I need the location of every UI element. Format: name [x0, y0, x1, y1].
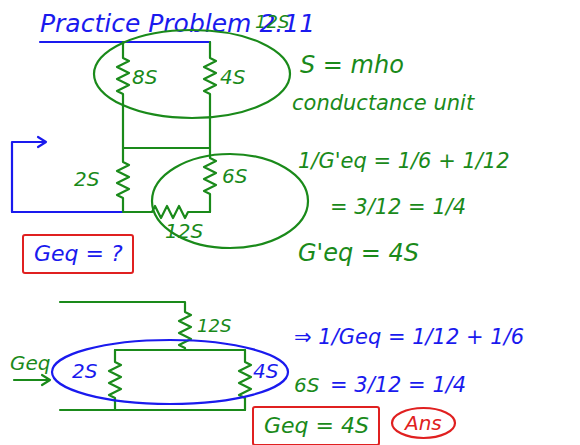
port-arrow — [14, 375, 50, 385]
resistor-value: 6S — [222, 165, 247, 187]
answer-tag: Ans — [390, 406, 457, 440]
resistor-value: 4S — [253, 360, 278, 382]
port-label: Geq — [10, 352, 51, 374]
wire — [123, 147, 210, 149]
group-ellipse: 2S 4S — [50, 338, 290, 406]
answer-box: Geq = 4S — [252, 406, 380, 445]
resistor-value: 2S — [72, 360, 97, 382]
equation: 1/G'eq = 1/6 + 1/12 — [298, 150, 510, 173]
answer-text: Geq = 4S — [264, 414, 368, 438]
equation: G'eq = 4S — [298, 240, 419, 266]
resistor-value: 4S — [220, 66, 245, 88]
resistor-symbol — [117, 42, 129, 148]
answer-box: Geq = ? — [22, 234, 134, 274]
port-arrow — [12, 137, 46, 212]
resistor-value: 12S — [255, 12, 289, 32]
note: S = mho — [300, 52, 404, 78]
resistor-symbol — [123, 206, 210, 218]
resistor-symbol — [239, 350, 251, 410]
equation: = 3/12 = 1/4 — [330, 374, 466, 397]
ellipse-outline — [92, 28, 292, 120]
equation: = 3/12 = 1/4 — [330, 196, 466, 219]
note: conductance unit — [292, 92, 474, 115]
answer-label: Ans — [405, 412, 442, 434]
resistor-symbol — [204, 42, 216, 148]
answer-text: Geq = ? — [34, 242, 122, 266]
resistor-value: 8S — [132, 66, 157, 88]
resistor-value: 2S — [74, 168, 99, 190]
wire — [115, 349, 245, 351]
resistor-symbol — [204, 148, 216, 212]
wire — [60, 409, 245, 411]
resistor-value: 12S — [197, 316, 231, 336]
group-ellipse: 8S 4S — [92, 28, 292, 120]
resistor-symbol — [117, 148, 129, 212]
resistor-value: 12S — [165, 220, 203, 242]
wire — [12, 211, 123, 213]
equation: ⇒ 1/Geq = 1/12 + 1/6 — [294, 326, 524, 349]
group-ellipse: 6S 12S — [150, 152, 310, 250]
resistor-value: 6S — [294, 374, 319, 396]
